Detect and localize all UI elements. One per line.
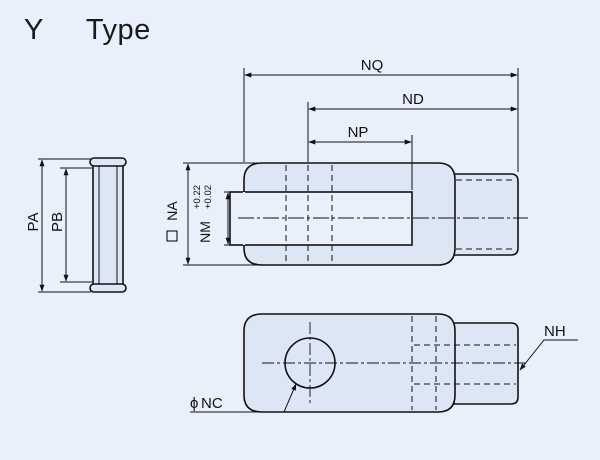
dimension-label-na: NA — [164, 201, 180, 221]
nm-tolerance-lower: +0.02 — [203, 185, 214, 209]
dimension-label-nc: NC — [201, 395, 223, 412]
square-symbol-na — [166, 230, 178, 242]
front-view-center-lines — [262, 322, 528, 404]
leader-nh — [519, 339, 578, 371]
dimension-label-np: NP — [348, 124, 369, 141]
top-view-slot — [229, 191, 413, 246]
dimension-label-pb: PB — [49, 212, 66, 232]
dimension-label-pa: PA — [25, 213, 42, 232]
dimension-pb — [60, 167, 92, 283]
dimension-nq — [243, 68, 519, 172]
dimension-np — [308, 135, 413, 190]
nc-diameter-symbol: ϕ — [190, 395, 198, 412]
nm-tolerance-upper: +0.22 — [192, 185, 203, 209]
side-view-body — [92, 162, 124, 288]
dimension-label-nm: NM — [197, 221, 213, 243]
leader-nc — [190, 383, 297, 413]
drawing-title: Y Type — [24, 14, 151, 47]
front-view-shank — [453, 322, 519, 405]
dimension-nd — [307, 102, 518, 162]
side-view — [89, 157, 127, 293]
side-view-bottom-cap — [89, 283, 127, 293]
dimension-pa — [38, 158, 91, 293]
top-view — [229, 162, 519, 266]
top-view-hidden-lines — [285, 165, 516, 263]
dimension-nm — [224, 191, 232, 246]
top-view-shank — [453, 173, 519, 256]
dimension-label-nh: NH — [544, 323, 566, 340]
front-view-hidden-lines — [411, 316, 516, 410]
dimension-na — [183, 162, 260, 266]
title-type-label: Type — [85, 14, 151, 46]
dimension-label-nd: ND — [402, 91, 424, 108]
dimension-label-nq: NQ — [361, 57, 384, 74]
side-view-top-cap — [89, 157, 127, 167]
title-prefix: Y — [24, 14, 44, 46]
